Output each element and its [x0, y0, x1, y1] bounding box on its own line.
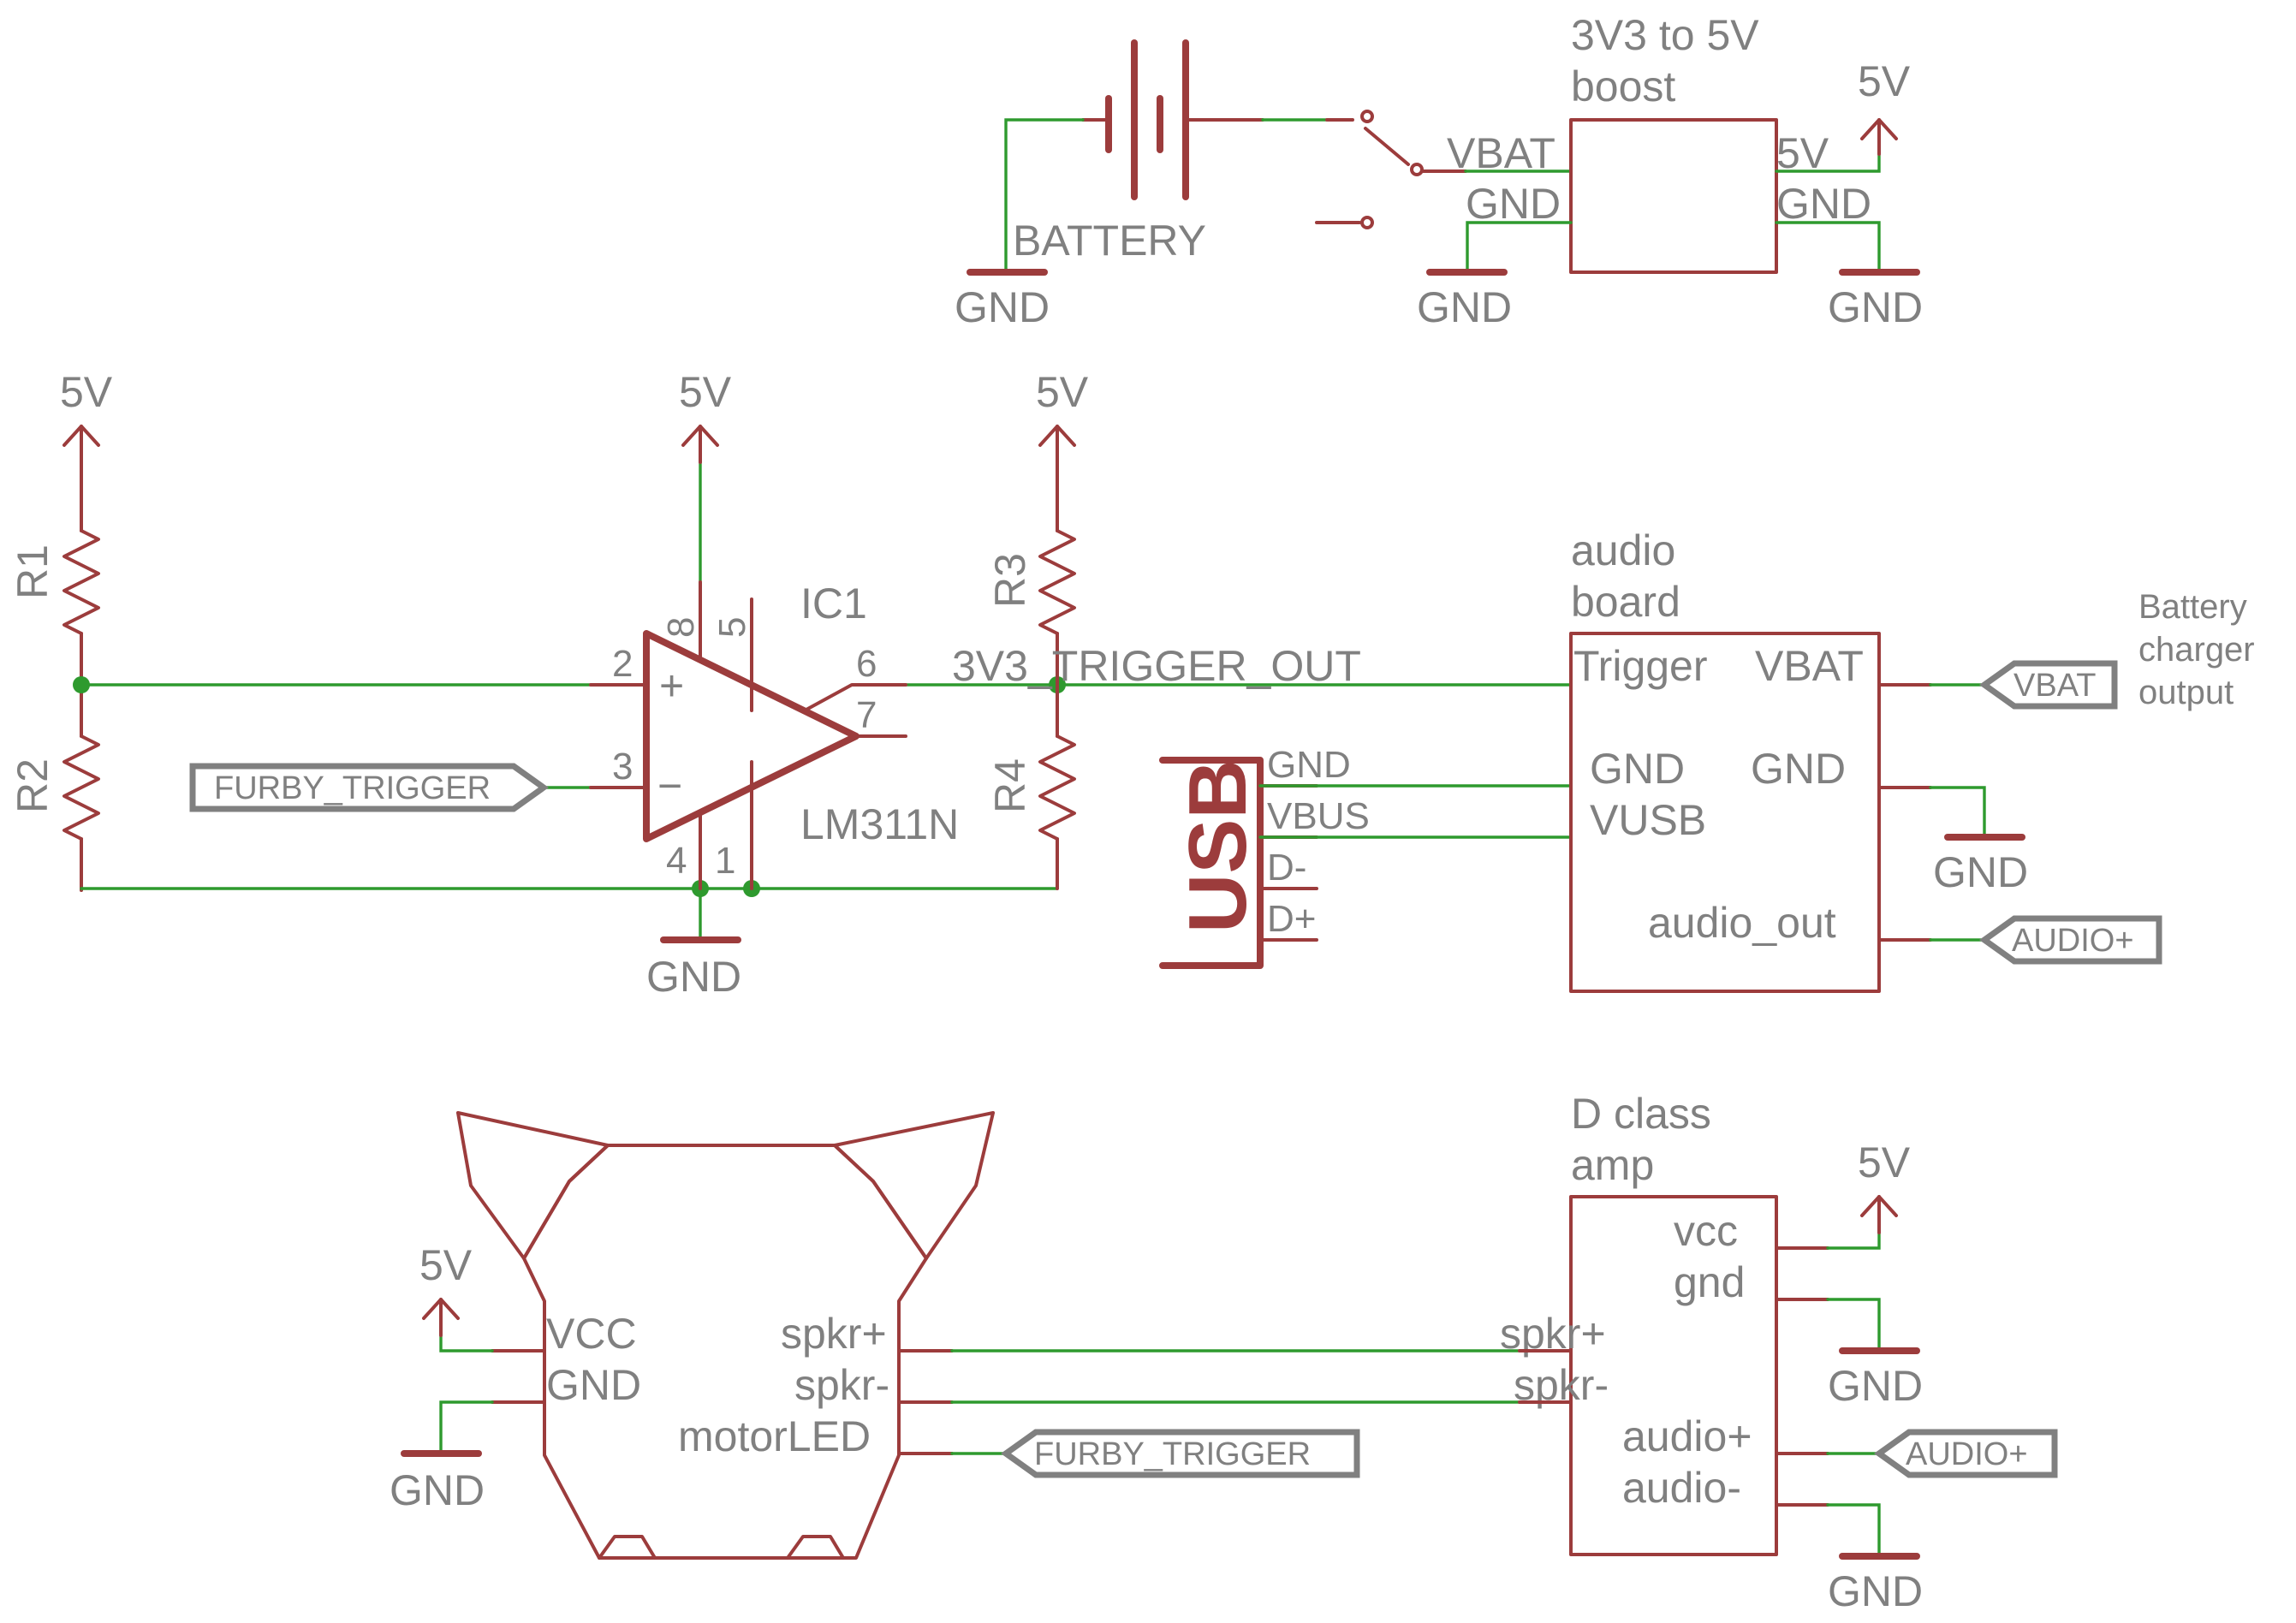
usb-pin-gnd: GND	[1267, 744, 1351, 786]
boost-pin-vbat: VBAT	[1447, 129, 1555, 177]
power-switch	[1315, 110, 1467, 229]
battery-note-2: charger	[2138, 631, 2255, 669]
audio-plus-tag-1: AUDIO+	[1978, 915, 2162, 965]
gnd-label-boost-out: GND	[1828, 283, 1923, 331]
comparator-ic1: + − 2 3 4 1 8 5 6 7 IC1 LM311N	[589, 580, 959, 890]
comparator-plus: +	[659, 662, 684, 710]
battery-label: BATTERY	[1013, 217, 1206, 265]
resistor-r2	[62, 734, 100, 841]
5v-label-amp: 5V	[1858, 1138, 1911, 1186]
r3-label: R3	[986, 553, 1034, 608]
audio-board-pin-gnd-right: GND	[1751, 745, 1846, 793]
comparator-ref: IC1	[800, 580, 867, 627]
audio-plus-tag-2-text: AUDIO+	[1906, 1436, 2028, 1472]
furby-outline: VCC GND spkr+ spkr- motorLED	[456, 1111, 995, 1560]
amp-pin-audio-minus: audio-	[1622, 1464, 1741, 1512]
5v-label-boost-out: 5V	[1858, 57, 1911, 105]
gnd-label-amp-audio-minus: GND	[1828, 1567, 1923, 1615]
furby-pin-spkr-minus: spkr-	[794, 1361, 889, 1409]
pin-8-label: 8	[660, 617, 702, 638]
furby-pin-vcc: VCC	[546, 1310, 637, 1358]
boost-pin-gnd-in: GND	[1466, 180, 1561, 228]
furby-trigger-tag-1: FURBY_TRIGGER	[189, 763, 550, 812]
battery-note-3: output	[2138, 674, 2234, 711]
pin-2-label: 2	[612, 643, 633, 685]
battery-note-1: Battery	[2138, 588, 2247, 626]
pin-6-label: 6	[856, 643, 877, 685]
r3-r4-divider: 5V R3 R4	[986, 368, 1089, 890]
comparator-part: LM311N	[800, 800, 959, 848]
5v-label-furby: 5V	[419, 1241, 473, 1289]
pin-1-label: 1	[715, 840, 735, 882]
r1-r2-divider: 5V R1 R2	[9, 368, 113, 892]
usb-label: USB	[1172, 759, 1264, 933]
net-3v3-trigger-out: 3V3_TRIGGER_OUT	[952, 642, 1361, 690]
audio-board-pin-trigger: Trigger	[1573, 642, 1708, 690]
audio-board-title-2: board	[1571, 578, 1680, 626]
audio-board-pin-audio-out: audio_out	[1648, 899, 1836, 947]
amp-pin-gnd: gnd	[1674, 1258, 1745, 1306]
usb-pin-dminus: D-	[1267, 847, 1306, 889]
audio-plus-tag-2: AUDIO+	[1873, 1429, 2058, 1478]
gnd-label-comparator: GND	[646, 953, 741, 1001]
pin-7-label: 7	[856, 694, 877, 736]
battery-symbol	[1081, 39, 1264, 200]
audio-board-pin-vbat: VBAT	[1755, 642, 1864, 690]
furby-pin-motorled: motorLED	[678, 1412, 871, 1460]
resistor-r3	[1038, 529, 1076, 635]
resistor-r4	[1038, 734, 1076, 841]
gnd-label-furby: GND	[390, 1466, 485, 1514]
vbat-tag-text: VBAT	[2013, 668, 2096, 704]
resistor-r1	[62, 529, 100, 635]
audio-board-pin-vusb: VUSB	[1590, 796, 1706, 844]
5v-label-comparator: 5V	[679, 368, 732, 416]
battery-section: BATTERY GND	[955, 39, 1573, 331]
amp-title-1: D class	[1571, 1090, 1711, 1138]
furby-pin-spkr-plus: spkr+	[781, 1310, 887, 1358]
pin-5-label: 5	[711, 617, 753, 638]
amp-title-2: amp	[1571, 1141, 1654, 1189]
audio-board-pin-gnd-left: GND	[1590, 745, 1685, 793]
5v-label-r3: 5V	[1036, 368, 1089, 416]
gnd-label-audio-board: GND	[1933, 848, 2028, 896]
audio-board: audio board Trigger VBAT GND GND VUSB au…	[1569, 526, 1932, 993]
furby-trigger-tag-2-text: FURBY_TRIGGER	[1034, 1436, 1311, 1472]
pin-3-label: 3	[612, 746, 633, 788]
class-d-amp: D class amp vcc gnd spkr+ spkr- audio+ a…	[1500, 1090, 1829, 1556]
gnd-label-boost-in: GND	[1417, 283, 1512, 331]
pin-4-label: 4	[666, 840, 687, 882]
furby-trigger-tag-1-text: FURBY_TRIGGER	[214, 770, 491, 806]
amp-pin-vcc: vcc	[1674, 1207, 1738, 1255]
audio-plus-tag-1-text: AUDIO+	[2012, 923, 2134, 959]
furby-pin-gnd: GND	[546, 1361, 641, 1409]
audio-board-title-1: audio	[1571, 526, 1675, 574]
r2-label: R2	[9, 758, 57, 813]
vbat-tag: VBAT	[1978, 660, 2118, 710]
gnd-label-amp: GND	[1828, 1362, 1923, 1410]
r4-label: R4	[986, 758, 1034, 813]
usb-pin-vbus: VBUS	[1267, 795, 1370, 837]
usb-connector: USB GND VBUS D- D+	[1159, 744, 1370, 969]
boost-pin-5v: 5V	[1776, 129, 1829, 177]
comparator-minus: −	[657, 762, 682, 810]
5v-label-r1: 5V	[60, 368, 113, 416]
usb-pin-dplus: D+	[1267, 898, 1316, 940]
boost-title-1: 3V3 to 5V	[1571, 11, 1759, 59]
gnd-label-battery: GND	[955, 283, 1050, 331]
boost-converter: 3V3 to 5V boost VBAT GND 5V GND GND 5V G…	[1417, 11, 1923, 331]
r1-label: R1	[9, 544, 57, 599]
furby-trigger-tag-2: FURBY_TRIGGER	[1000, 1429, 1360, 1478]
amp-pin-audio-plus: audio+	[1622, 1412, 1752, 1460]
boost-title-2: boost	[1571, 62, 1675, 110]
boost-pin-gnd-out: GND	[1776, 180, 1871, 228]
